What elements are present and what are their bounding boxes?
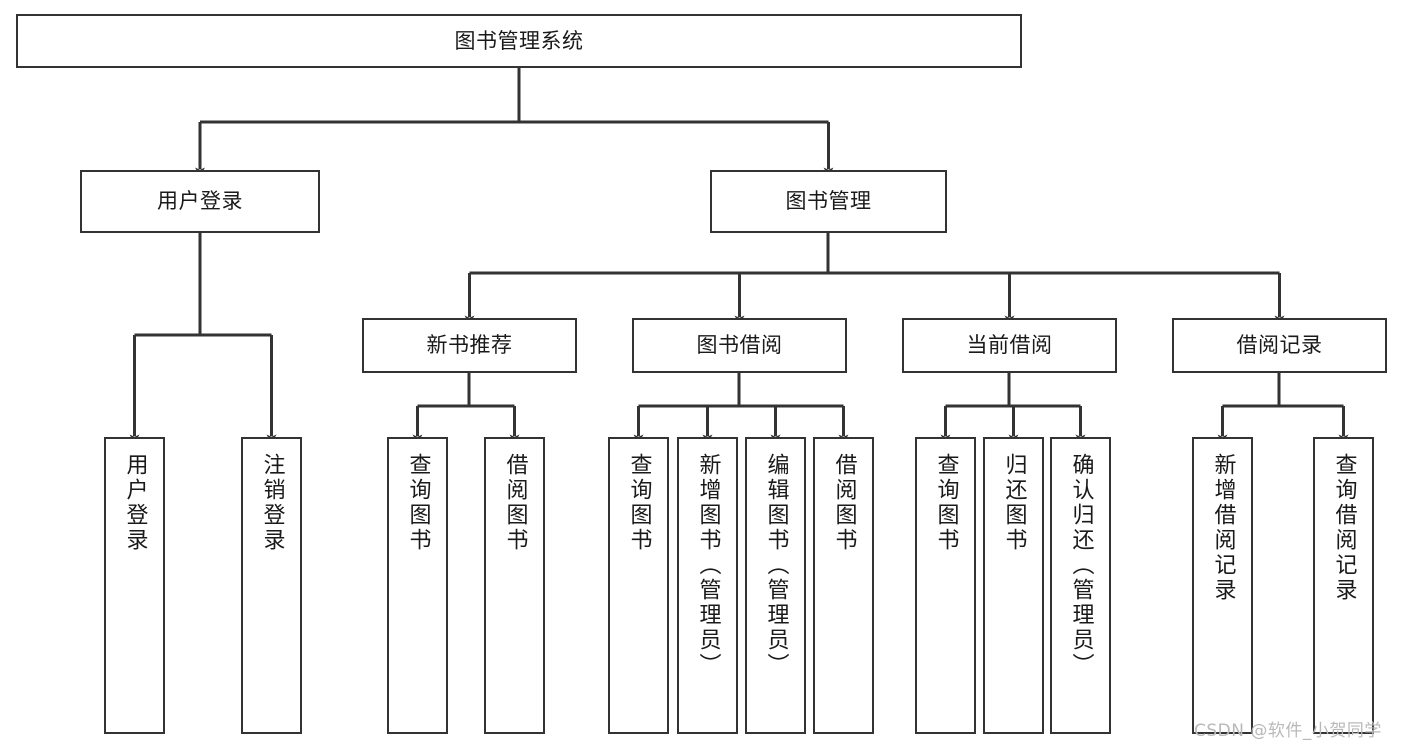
node-label: 新增借阅记录 xyxy=(1210,453,1236,603)
node-leaf-rec-borrow-book[interactable]: 借阅图书 xyxy=(484,437,545,734)
csdn-watermark: CSDN @软件_小贺同学 xyxy=(1194,721,1382,741)
node-label: 查询图书 xyxy=(626,453,652,553)
node-label: 新书推荐 xyxy=(426,333,513,358)
node-root[interactable]: 图书管理系统 xyxy=(16,14,1022,68)
node-label: 注销登录 xyxy=(259,453,285,553)
node-book-borrow[interactable]: 图书借阅 xyxy=(632,318,847,373)
node-label: 图书管理系统 xyxy=(454,28,584,53)
node-leaf-user-login[interactable]: 用户登录 xyxy=(104,437,165,734)
connector-lines xyxy=(129,68,1349,444)
node-book-manage[interactable]: 图书管理 xyxy=(710,170,947,233)
node-leaf-user-logout[interactable]: 注销登录 xyxy=(241,437,302,734)
node-current-borrow[interactable]: 当前借阅 xyxy=(902,318,1117,373)
node-leaf-borrow-query-book[interactable]: 查询图书 xyxy=(608,437,669,734)
node-label: 查询借阅记录 xyxy=(1331,453,1357,603)
node-label: 归还图书 xyxy=(1001,453,1027,553)
node-label: 借阅记录 xyxy=(1236,333,1323,358)
node-leaf-borrow-add-book[interactable]: 新增图书（管理员） xyxy=(677,437,738,734)
node-leaf-cur-confirm-return[interactable]: 确认归还（管理员） xyxy=(1050,437,1111,734)
node-label: 查询图书 xyxy=(405,453,431,553)
node-label: 编辑图书（管理员） xyxy=(763,453,789,678)
node-leaf-borrow-borrow-book[interactable]: 借阅图书 xyxy=(813,437,874,734)
node-label: 借阅图书 xyxy=(502,453,528,553)
node-leaf-rec-add-record[interactable]: 新增借阅记录 xyxy=(1192,437,1253,734)
node-label: 新增图书（管理员） xyxy=(695,453,721,678)
node-leaf-rec-query-record[interactable]: 查询借阅记录 xyxy=(1313,437,1374,734)
node-label: 图书管理 xyxy=(785,189,872,214)
node-leaf-cur-query-book[interactable]: 查询图书 xyxy=(915,437,976,734)
node-leaf-rec-query-book[interactable]: 查询图书 xyxy=(387,437,448,734)
node-borrow-record[interactable]: 借阅记录 xyxy=(1172,318,1387,373)
node-label: 确认归还（管理员） xyxy=(1068,453,1094,678)
node-leaf-borrow-edit-book[interactable]: 编辑图书（管理员） xyxy=(745,437,806,734)
node-label: 当前借阅 xyxy=(966,333,1053,358)
node-label: 用户登录 xyxy=(122,453,148,553)
node-leaf-cur-return-book[interactable]: 归还图书 xyxy=(983,437,1044,734)
node-label: 查询图书 xyxy=(933,453,959,553)
node-label: 图书借阅 xyxy=(696,333,783,358)
node-label: 用户登录 xyxy=(157,189,243,214)
node-label: 借阅图书 xyxy=(831,453,857,553)
node-new-book-rec[interactable]: 新书推荐 xyxy=(362,318,577,373)
node-user-login[interactable]: 用户登录 xyxy=(80,170,320,233)
